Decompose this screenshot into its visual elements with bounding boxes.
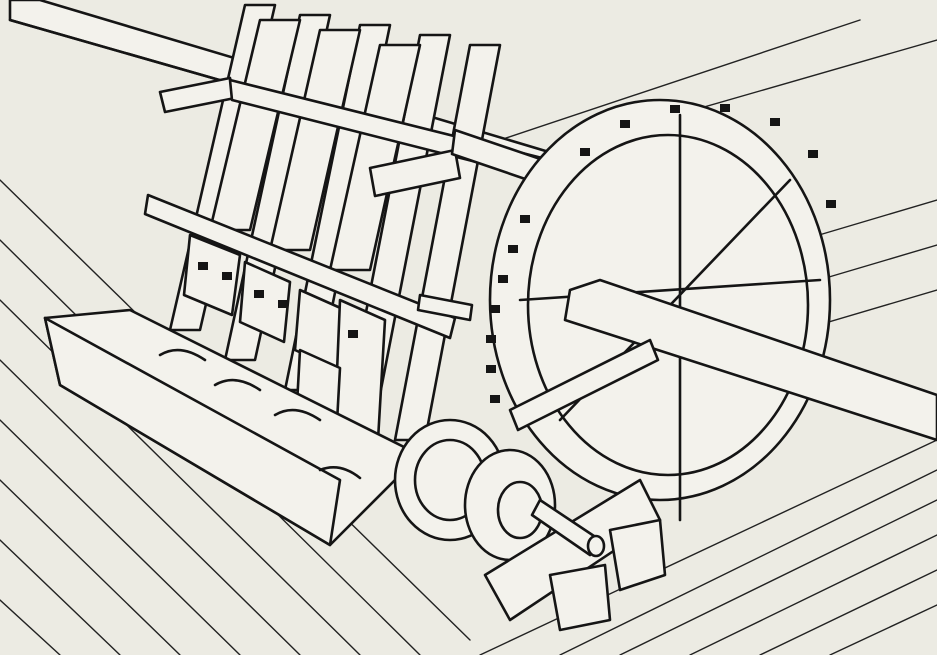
stamp-heads (182, 233, 387, 442)
lower-crossbeam (143, 193, 474, 340)
drive-axle (483, 478, 667, 632)
pinion-gear (393, 418, 557, 562)
main-shaft (508, 278, 937, 442)
mortar-trough (43, 308, 422, 547)
